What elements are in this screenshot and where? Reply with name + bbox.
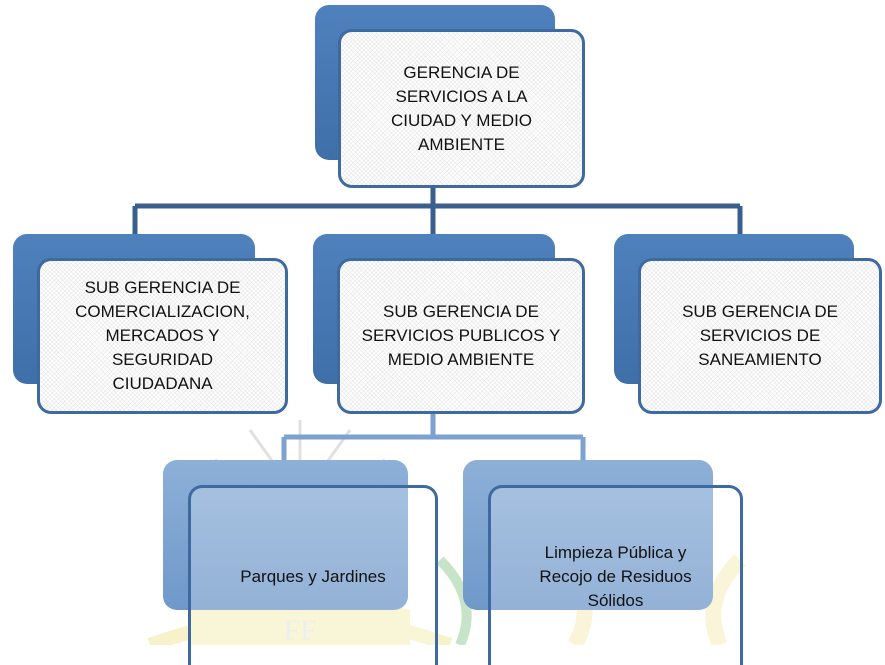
level3-node-label: Parques y Jardines xyxy=(240,566,386,586)
level2-node-comercializacion: SUB GERENCIA DE COMERCIALIZACION, MERCAD… xyxy=(13,234,288,414)
root-node-label: GERENCIA DE SERVICIOS A LA CIUDAD Y MEDI… xyxy=(390,62,533,154)
level3-node-limpieza: Limpieza Pública y Recojo de Residuos Só… xyxy=(463,460,743,665)
level3-node-box: Limpieza Pública y Recojo de Residuos Só… xyxy=(488,485,743,665)
root-node: GERENCIA DE SERVICIOS A LA CIUDAD Y MEDI… xyxy=(315,5,585,188)
level2-node-label: SUB GERENCIA DE COMERCIALIZACION, MERCAD… xyxy=(75,278,250,393)
level3-node-label: Limpieza Pública y Recojo de Residuos Só… xyxy=(539,542,692,610)
level2-node-box: SUB GERENCIA DE SERVICIOS PUBLICOS Y MED… xyxy=(337,258,585,414)
level2-node-saneamiento: SUB GERENCIA DE SERVICIOS DE SANEAMIENTO xyxy=(614,234,882,414)
level2-node-box: SUB GERENCIA DE SERVICIOS DE SANEAMIENTO xyxy=(638,258,882,414)
level2-node-box: SUB GERENCIA DE COMERCIALIZACION, MERCAD… xyxy=(37,258,288,414)
root-node-box: GERENCIA DE SERVICIOS A LA CIUDAD Y MEDI… xyxy=(338,29,585,188)
level3-node-parques: Parques y Jardines xyxy=(163,460,438,665)
level2-node-servicios-publicos: SUB GERENCIA DE SERVICIOS PUBLICOS Y MED… xyxy=(313,234,585,414)
connector-lines xyxy=(132,185,743,461)
svg-text:FF: FF xyxy=(283,614,316,645)
level2-node-label: SUB GERENCIA DE SERVICIOS DE SANEAMIENTO xyxy=(682,302,838,369)
level3-node-box: Parques y Jardines xyxy=(188,485,438,665)
level2-node-label: SUB GERENCIA DE SERVICIOS PUBLICOS Y MED… xyxy=(361,302,561,369)
